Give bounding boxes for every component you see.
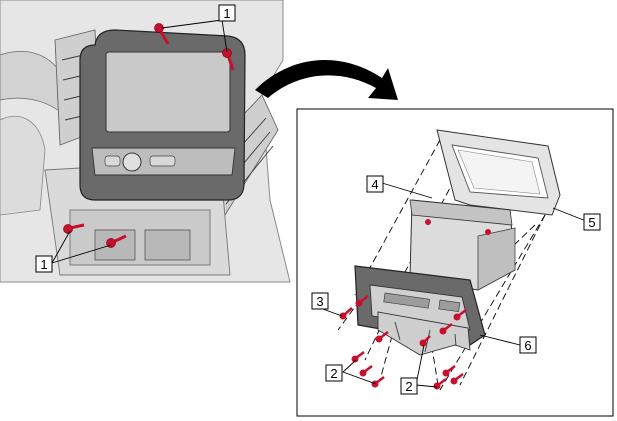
screw-icon [450,373,464,385]
fasteners [339,295,467,390]
callout-label-2-left: 2 [330,366,337,381]
screw-icon [222,48,235,71]
display-screen [105,51,231,133]
callout-label-5: 5 [588,215,595,230]
callout-box-6 [519,336,537,354]
callout-label-6: 6 [524,338,531,353]
callout-box-5 [583,213,601,231]
callout-box-2-right [400,377,418,395]
callout-box-3 [311,292,329,310]
callout-label-1-bottom: 1 [40,257,47,272]
callout-label-3: 3 [316,294,323,309]
volume-knob-icon [122,152,142,172]
mounting-bracket [377,311,471,356]
trim-bezel [436,129,561,216]
callout-box-2-left [325,364,343,382]
callout-box-4 [366,175,384,193]
screw-icon [355,295,369,307]
screw-icon [453,309,467,321]
callout-box-1-top [218,4,236,22]
dashboard-overview: 1 1 [0,0,291,283]
screw-icon [375,331,389,343]
exploded-view-panel: 4 5 3 6 2 2 [296,108,614,417]
screw-icon [339,307,353,320]
curved-arrow-icon [255,59,398,100]
screw-icon [439,323,453,335]
callout-box-1-bottom [35,255,53,273]
screw-icon [359,365,373,377]
callout-label-1-top: 1 [223,6,230,21]
callout-label-2-right: 2 [405,379,412,394]
screw-icon [419,335,431,347]
callout-label-4: 4 [371,177,378,192]
screw-icon [433,378,447,390]
screw-icon [351,351,365,363]
display-module [409,199,516,291]
screw-icon [442,365,456,377]
